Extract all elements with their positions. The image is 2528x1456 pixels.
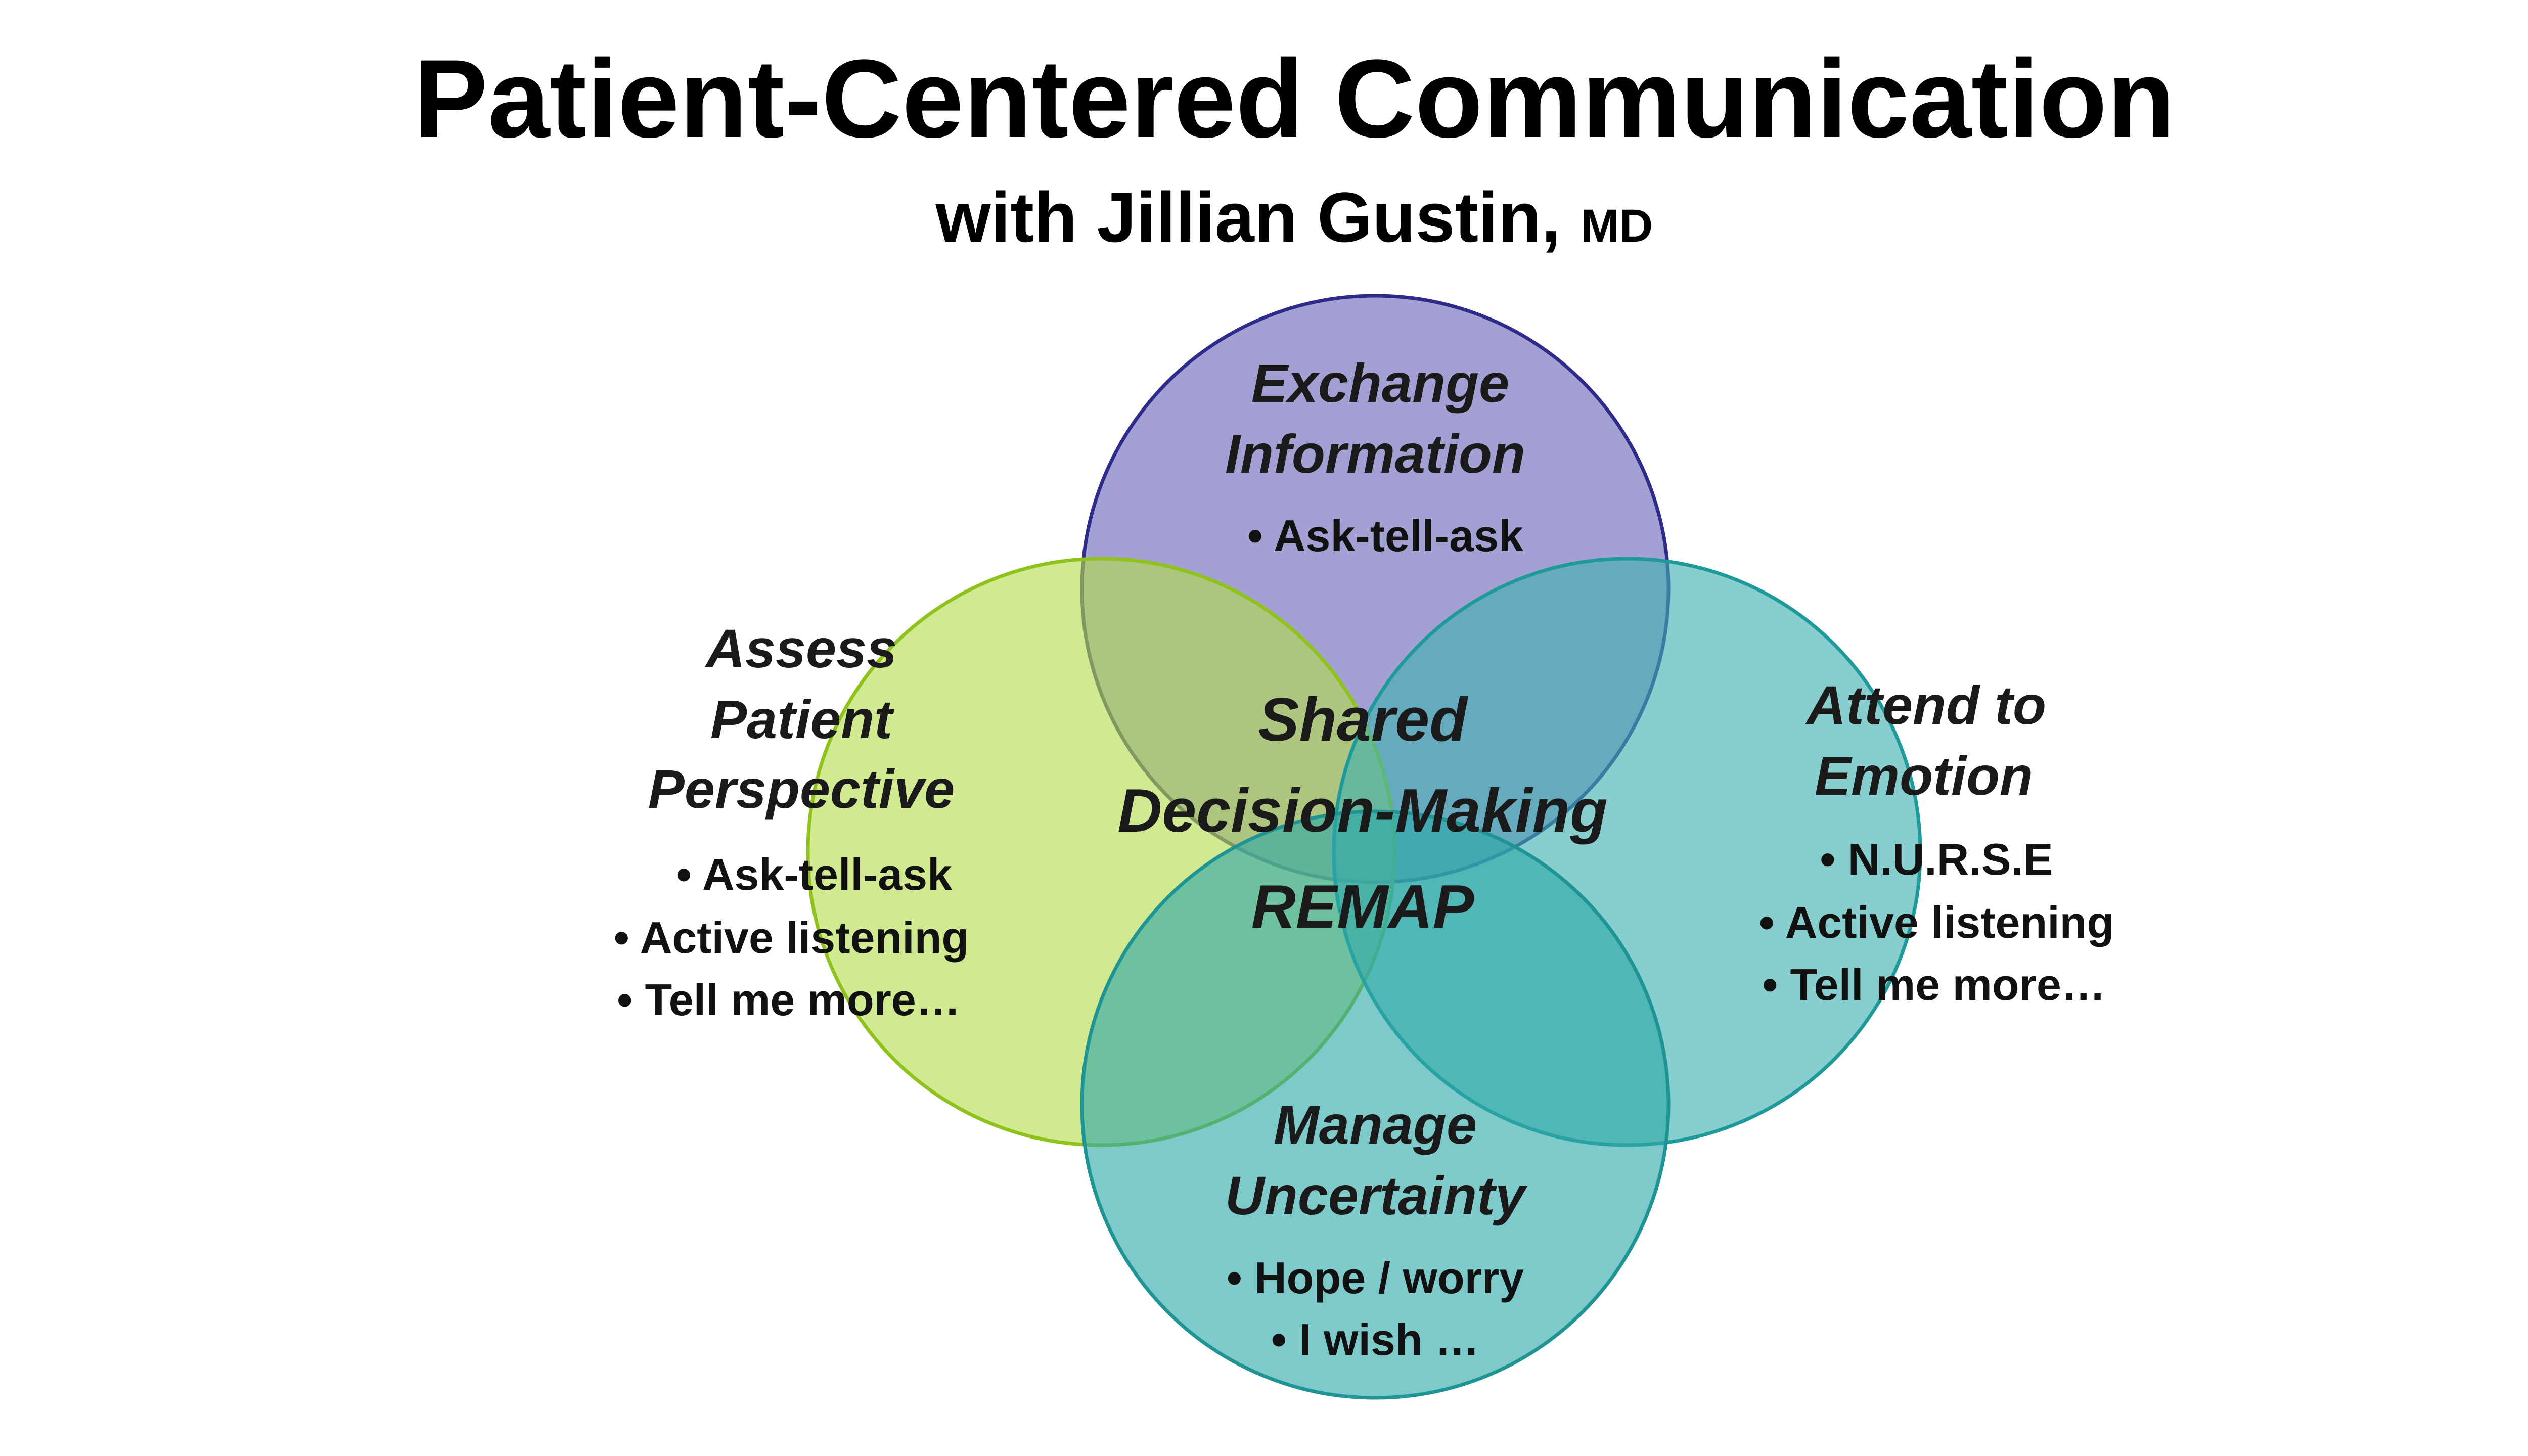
left-bullet-3: • Tell me more… [617,975,961,1025]
bottom-bullet-1: • Hope / worry [1227,1253,1524,1303]
left-bullet-1: • Ask-tell-ask [676,849,953,899]
subtitle-degree: MD [1581,200,1653,252]
right-bullet-3: • Tell me more… [1762,960,2106,1010]
right-title-line-1: Attend to [1805,674,2046,736]
subtitle-presenter: with Jillian Gustin, [935,177,1581,257]
bottom-title-line-2: Uncertainty [1225,1165,1528,1226]
top-title-line-2: Information [1225,423,1525,484]
right-bullet-2: • Active listening [1759,897,2114,947]
page-subtitle: with Jillian Gustin, MD [0,174,2528,269]
bottom-title-line-1: Manage [1274,1094,1477,1155]
circle-manage-uncertainty [1080,809,1671,1400]
right-bullet-1: • N.U.R.S.E [1820,834,2053,884]
bottom-bullet-2: • I wish … [1271,1314,1479,1364]
left-title-line-1: Assess [704,618,897,679]
top-bullet-1: • Ask-tell-ask [1247,511,1524,561]
left-bullet-2: • Active listening [614,913,969,963]
center-line-1: Shared [1258,685,1468,754]
top-title-line-1: Exchange [1251,352,1509,414]
left-title-line-3: Perspective [648,758,955,820]
center-line-2: Decision-Making [1117,776,1607,845]
left-title-line-2: Patient [710,689,894,750]
center-line-3: REMAP [1251,872,1474,941]
page-title: Patient-Centered Communication [414,36,2175,161]
right-title-line-2: Emotion [1815,745,2033,806]
